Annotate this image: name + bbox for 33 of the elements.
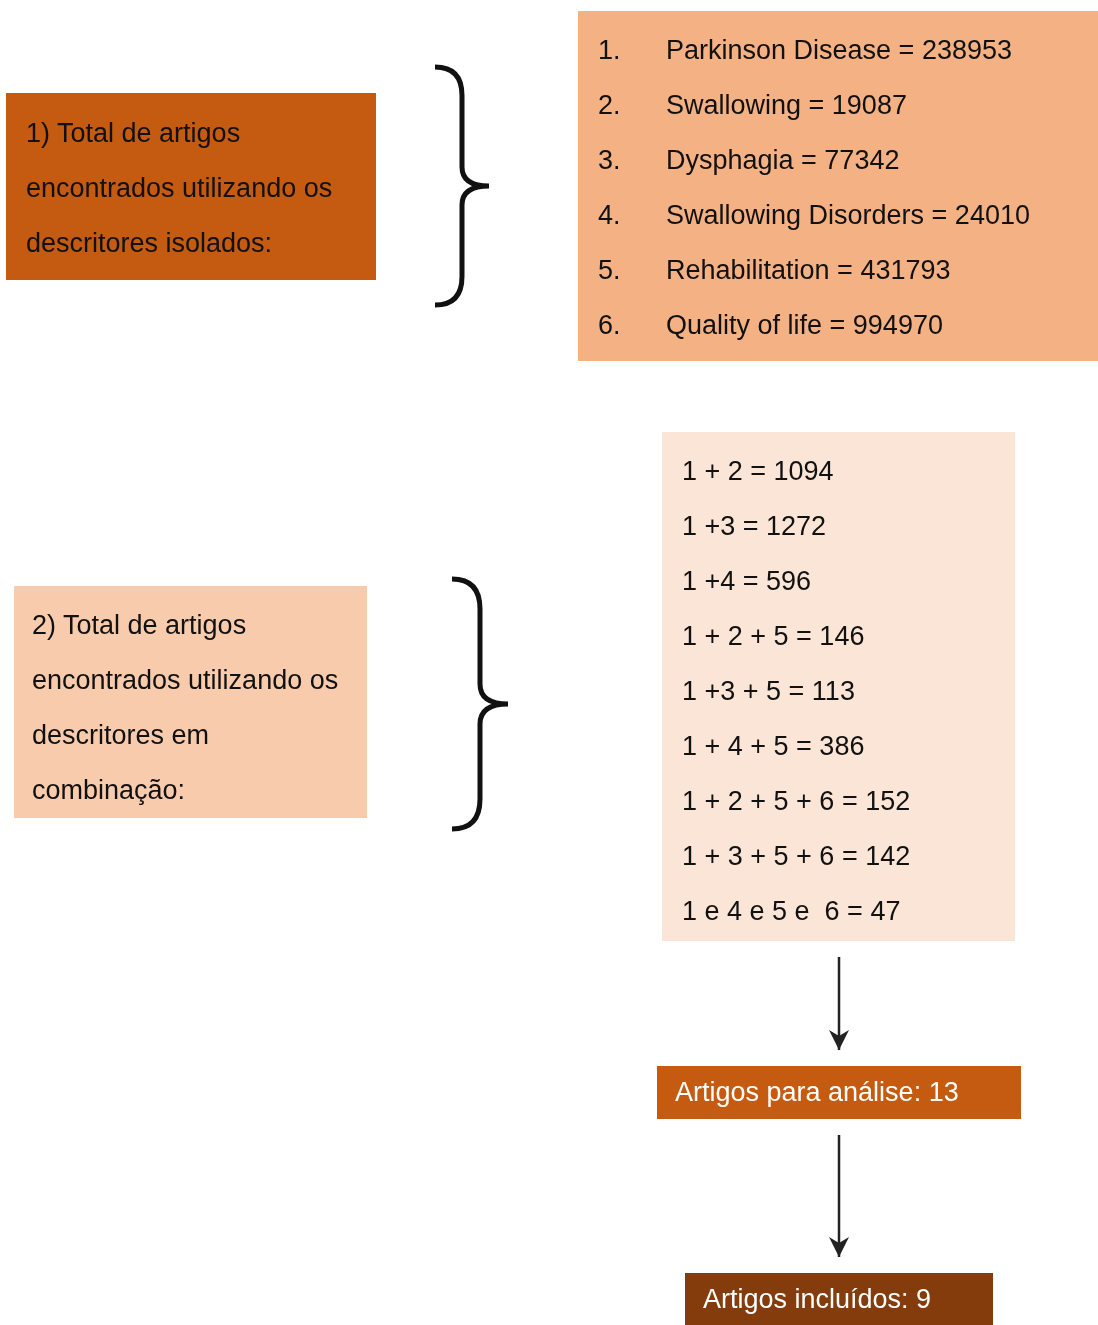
- arrow: [829, 1135, 849, 1257]
- process-box: [662, 432, 1015, 941]
- process-box: [657, 1066, 1021, 1119]
- box-text: Dysphagia = 77342: [666, 144, 901, 177]
- process-box: [578, 11, 1098, 361]
- box-text: Swallowing = 19087: [666, 89, 908, 122]
- box-text: Rehabilitation = 431793: [666, 254, 952, 287]
- box-text: 1 + 4 + 5 = 386: [682, 730, 866, 763]
- process-box: [685, 1273, 993, 1325]
- box-text: Swallowing Disorders = 24010: [666, 199, 1031, 232]
- box-text: 1 + 3 + 5 + 6 = 142: [682, 840, 912, 873]
- list-number: 4.: [598, 199, 622, 232]
- arrow: [829, 957, 849, 1050]
- box-text: Artigos incluídos: 9: [703, 1283, 933, 1316]
- box-text: 2) Total de artigos encontrados utilizando os descritores em combinação:: [32, 609, 340, 807]
- box-text: 1) Total de artigos encontrados utilizando os descritores isolados:: [26, 117, 334, 260]
- process-box: [6, 93, 376, 280]
- list-number: 5.: [598, 254, 622, 287]
- box-text: 1 +4 = 596: [682, 565, 813, 598]
- list-number: 3.: [598, 144, 622, 177]
- box-text: Parkinson Disease = 238953: [666, 34, 1013, 67]
- box-text: 1 e 4 e 5 e 6 = 47: [682, 895, 902, 928]
- box-text: 1 + 2 + 5 = 146: [682, 620, 866, 653]
- list-number: 1.: [598, 34, 622, 67]
- process-box: [14, 586, 367, 818]
- box-text: Artigos para análise: 13: [675, 1076, 960, 1109]
- box-text: 1 +3 + 5 = 113: [682, 675, 856, 708]
- box-text: 1 + 2 + 5 + 6 = 152: [682, 785, 912, 818]
- box-text: 1 + 2 = 1094: [682, 455, 835, 488]
- list-number: 6.: [598, 309, 622, 342]
- box-text: Quality of life = 994970: [666, 309, 944, 342]
- box-text: 1 +3 = 1272: [682, 510, 828, 543]
- list-number: 2.: [598, 89, 622, 122]
